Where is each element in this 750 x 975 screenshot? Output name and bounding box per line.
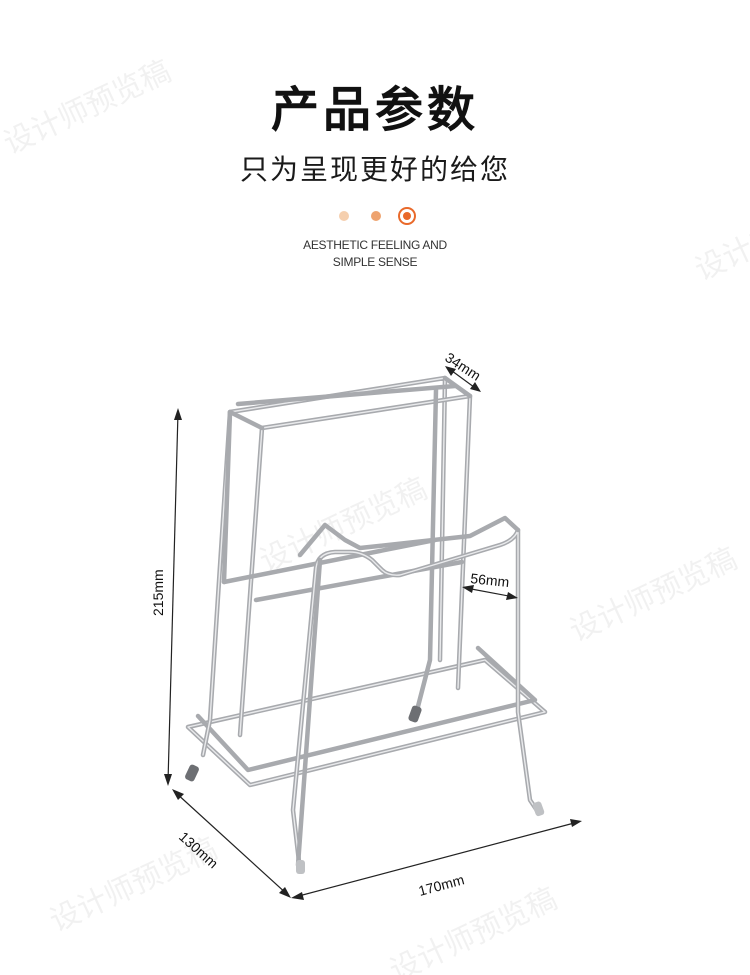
dish-rack-illustration: [185, 375, 548, 874]
page-title: 产品参数: [270, 82, 479, 138]
target-dot-icon: [403, 212, 411, 220]
rack-front-frame: [290, 515, 541, 873]
height-label: 215mm: [150, 569, 166, 616]
tagline: AESTHETIC FEELING AND SIMPLE SENSE: [0, 237, 750, 271]
depth-dimension: 130mm: [172, 789, 291, 898]
watermark-text: 设计师预览稿: [255, 471, 433, 579]
dot-icon: [371, 211, 381, 221]
page-subtitle: 只为呈现更好的给您: [239, 153, 510, 186]
decorative-dots: [0, 205, 750, 227]
rack-back-frame: [200, 375, 473, 758]
tagline-line-1: AESTHETIC FEELING AND: [303, 238, 447, 252]
rack-base: [185, 645, 548, 788]
watermark-text: 设计师预览稿: [565, 541, 743, 649]
dot-icon: [339, 211, 349, 221]
height-dimension: 215mm: [150, 408, 182, 786]
watermark-text: 设计师预览稿: [690, 180, 750, 288]
watermark-layer: 设计师预览稿 设计师预览稿 设计师预览稿 设计师预览稿 设计师预览稿 设计师预览…: [0, 54, 750, 975]
width-label: 170mm: [417, 871, 466, 899]
tagline-line-2: SIMPLE SENSE: [332, 255, 418, 269]
rack-feet: [185, 705, 545, 874]
slot-width-dimension: 56mm: [462, 570, 518, 600]
watermark-text: 设计师预览稿: [385, 881, 563, 975]
watermark-text: 设计师预览稿: [0, 54, 176, 162]
slot-width-label: 56mm: [470, 570, 510, 590]
